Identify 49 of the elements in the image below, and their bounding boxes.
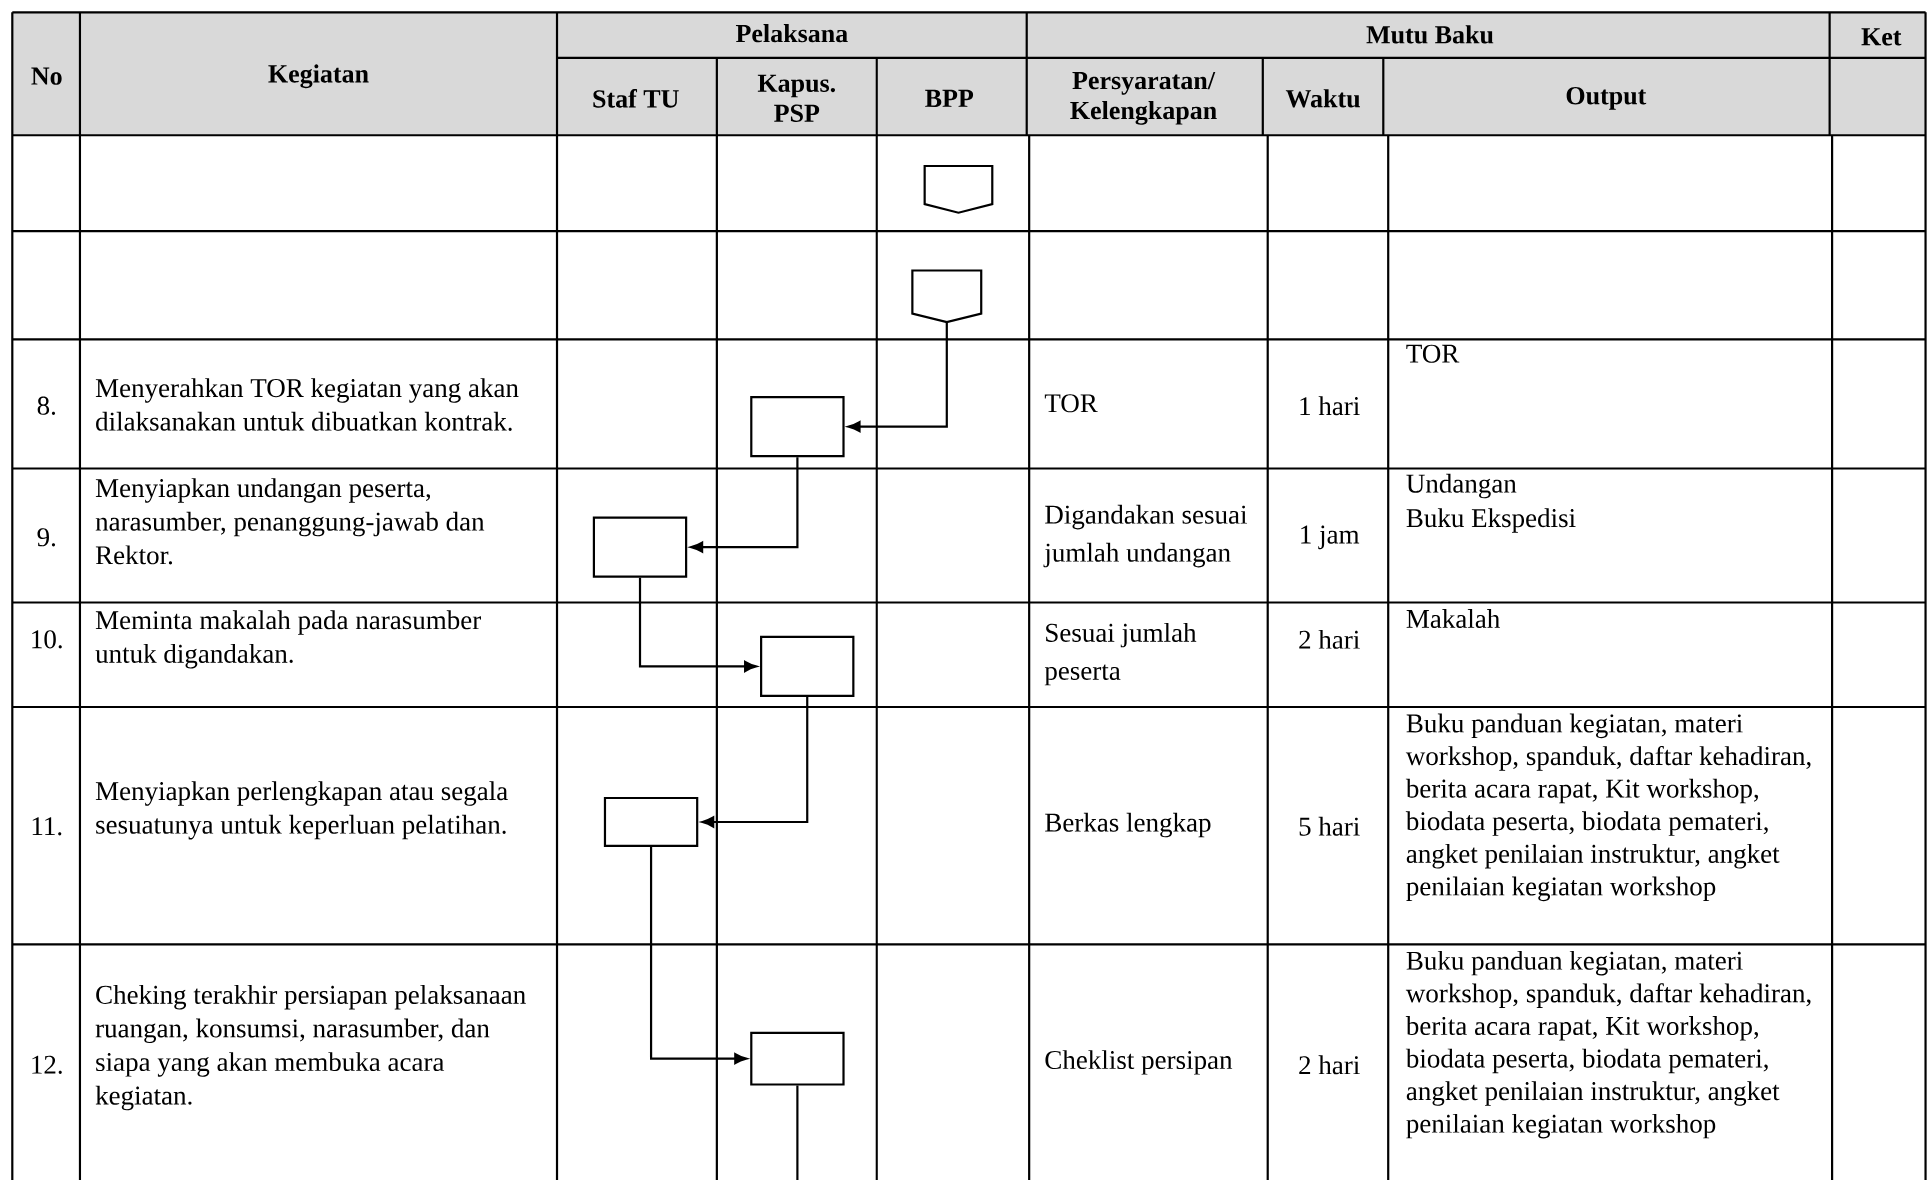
row-number: 10. — [32, 630, 62, 649]
activity-text: Cheking terakhir persiapan pelaksanaan ruangan, konsumsi, narasumber, dan siapa yang akan membuka acara kegiatan. — [95, 984, 526, 1111]
output-text: Buku panduan kegiatan, materi workshop, spanduk, daftar kehadiran, berita acara rapat, Kit workshop, biodata peserta, biodata pemateri, angket penilaian instruktur, angket penilaian kegiatan workshop — [1405, 950, 1811, 1139]
row-number: 12. — [32, 1055, 62, 1074]
off-page-connector — [923, 164, 994, 214]
connector-arrow — [690, 457, 799, 553]
output-text: Buku Ekspedisi — [1406, 508, 1576, 533]
requirement-text: Cheklist persipan — [1045, 1049, 1233, 1075]
activity-text: Menyerahkan TOR kegiatan yang akan dilaksanakan untuk dibuatkan kontrak. — [95, 378, 519, 431]
connector-arrow — [701, 696, 809, 828]
column-header: Waktu — [1285, 88, 1360, 108]
duration-text: 1 jam — [1301, 525, 1360, 549]
column-header: Mutu Baku — [1366, 25, 1494, 44]
connector-line — [796, 1085, 799, 1180]
column-header: Output — [1566, 86, 1647, 110]
activity-text: Menyiapkan undangan peserta, narasumber, penanggung-jawab dan Rektor. — [95, 478, 485, 565]
row-number: 11. — [32, 817, 62, 836]
column-header: Ket — [1861, 28, 1902, 46]
process-box — [603, 796, 699, 847]
process-box — [592, 516, 688, 578]
output-text: TOR — [1406, 344, 1460, 363]
off-page-connector — [911, 269, 983, 324]
column-header: Persyaratan/ Kelengkapan — [1070, 71, 1217, 125]
output-text: Makalah — [1406, 608, 1500, 628]
requirement-text: TOR — [1044, 394, 1098, 413]
column-header: Kapus. PSP — [757, 74, 835, 122]
row-number: 9. — [37, 528, 56, 547]
output-text: Undangan — [1406, 473, 1517, 499]
duration-text: 2 hari — [1299, 629, 1360, 649]
duration-text: 2 hari — [1299, 1055, 1360, 1075]
column-header: Staf TU — [593, 88, 679, 108]
connector-arrow — [847, 322, 948, 433]
column-header: Pelaksana — [735, 23, 848, 43]
output-text: Buku panduan kegiatan, materi workshop, spanduk, daftar kehadiran, berita acara rapat, Kit workshop, biodata peserta, biodata pemateri, angket penilaian instruktur, angket penilaian kegiatan workshop — [1405, 713, 1811, 901]
column-header: Kegiatan — [268, 64, 369, 88]
requirement-text: Berkas lengkap — [1045, 812, 1211, 838]
process-box — [750, 1031, 845, 1086]
duration-text: 5 hari — [1299, 816, 1360, 836]
row-number: 8. — [37, 396, 56, 415]
column-header: BPP — [925, 89, 974, 107]
requirement-text: Digandakan sesuai jumlah undangan — [1043, 504, 1247, 568]
activity-text: Meminta makalah pada narasumber untuk digandakan. — [95, 610, 481, 669]
process-box — [750, 395, 845, 458]
activity-text: Menyiapkan perlengkapan atau segala sesuatunya untuk keperluan pelatihan. — [95, 781, 508, 840]
process-box — [760, 635, 855, 697]
column-header: No — [31, 67, 62, 85]
connector-arrow — [650, 846, 748, 1065]
duration-text: 1 hari — [1300, 396, 1360, 416]
requirement-text: Sesuai jumlah peserta — [1044, 622, 1197, 686]
